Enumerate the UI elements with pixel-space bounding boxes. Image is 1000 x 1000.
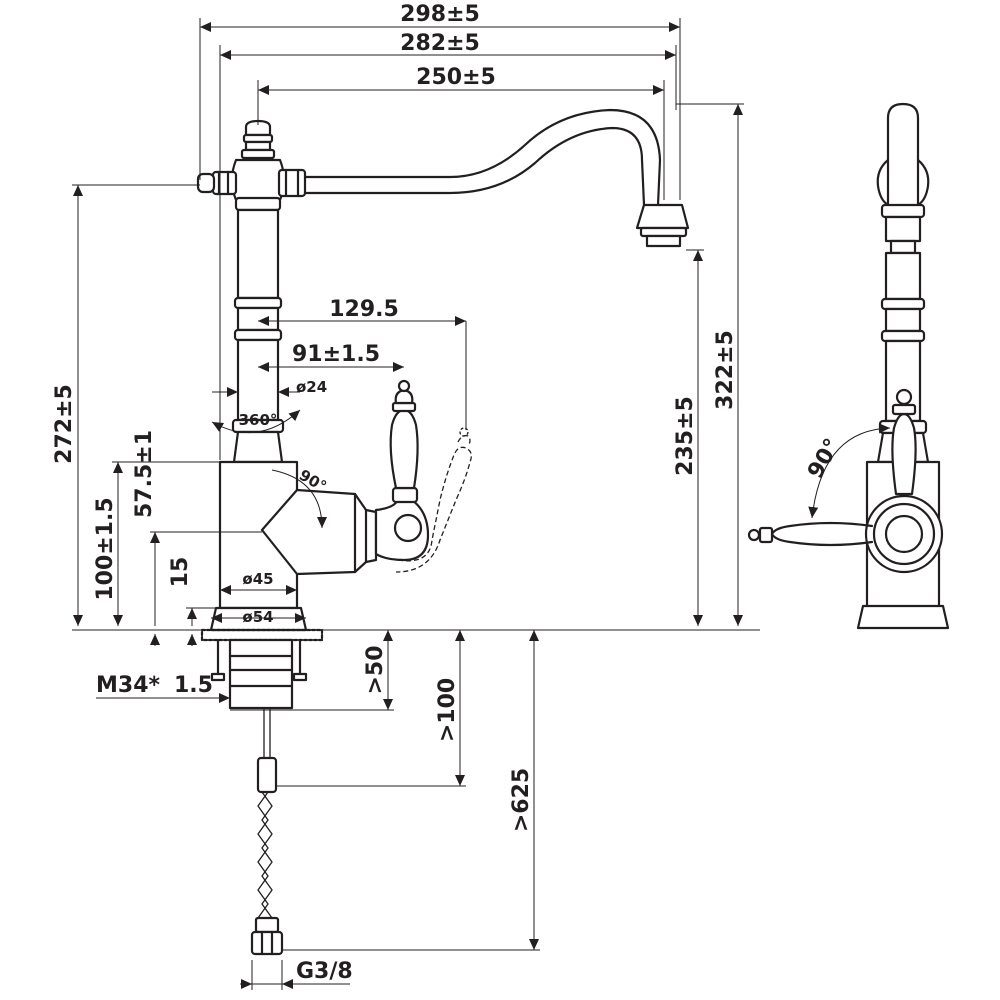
- top-finial: [240, 119, 276, 160]
- label-shank-min: >100: [435, 678, 460, 742]
- mounting-parts: [200, 628, 324, 956]
- label-reach-spout: 250±5: [416, 65, 496, 90]
- label-height-total: 272±5: [52, 384, 77, 464]
- label-body-diameter: ø24: [296, 378, 327, 396]
- side-view: [747, 102, 950, 630]
- label-total-height-side: 322±5: [713, 330, 738, 410]
- front-view: [72, 108, 760, 956]
- spout-aerator: [635, 203, 690, 248]
- label-base-diameter-54: ø54: [242, 608, 273, 626]
- dimension-labels: 298±5 282±5 250±5 129.5 91±1.5 ø24 360° …: [52, 2, 846, 984]
- label-worktop-min: >50: [363, 645, 388, 694]
- label-overall-reach: 298±5: [400, 2, 480, 27]
- label-reach-mid: 282±5: [400, 31, 480, 56]
- hub: [196, 158, 307, 212]
- label-base-diameter-45: ø45: [242, 570, 273, 588]
- label-hose-length: >625: [509, 768, 534, 832]
- spout: [303, 108, 662, 207]
- label-side-lever-angle: 90°: [803, 434, 845, 483]
- label-base-height: 15: [168, 557, 193, 588]
- dimension-lines: [72, 18, 744, 990]
- lever-handle: [374, 379, 430, 562]
- label-handle-axis: 91±1.5: [292, 342, 380, 367]
- label-height-lever: 57.5±1: [132, 430, 157, 518]
- label-thread-pitch: 1.5: [174, 673, 213, 698]
- label-spout-clearance: 235±5: [673, 396, 698, 476]
- label-height-body: 100±1.5: [93, 497, 118, 600]
- column: [231, 208, 285, 464]
- label-rotation: 360°: [239, 411, 278, 429]
- mixer-body: [209, 460, 378, 632]
- label-connection: G3/8: [296, 959, 353, 984]
- label-handle-reach: 129.5: [329, 297, 399, 322]
- lever-ghost: [395, 427, 472, 573]
- label-thread: M34*: [96, 673, 161, 698]
